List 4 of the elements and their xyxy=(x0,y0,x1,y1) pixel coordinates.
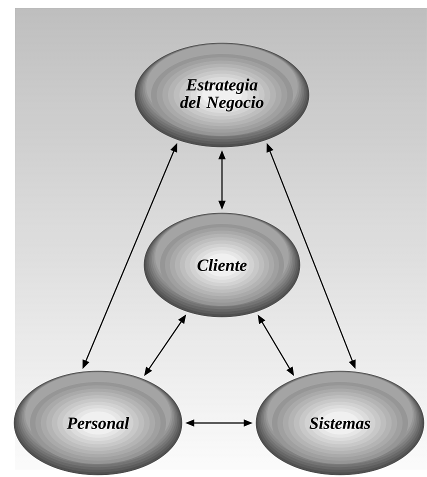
ellipse-node: Personal xyxy=(14,370,182,476)
ellipse-node: Cliente xyxy=(144,212,300,318)
ellipse-node: Sistemas xyxy=(256,370,424,476)
ellipse-node: Estrategia del Negocio xyxy=(134,42,310,148)
